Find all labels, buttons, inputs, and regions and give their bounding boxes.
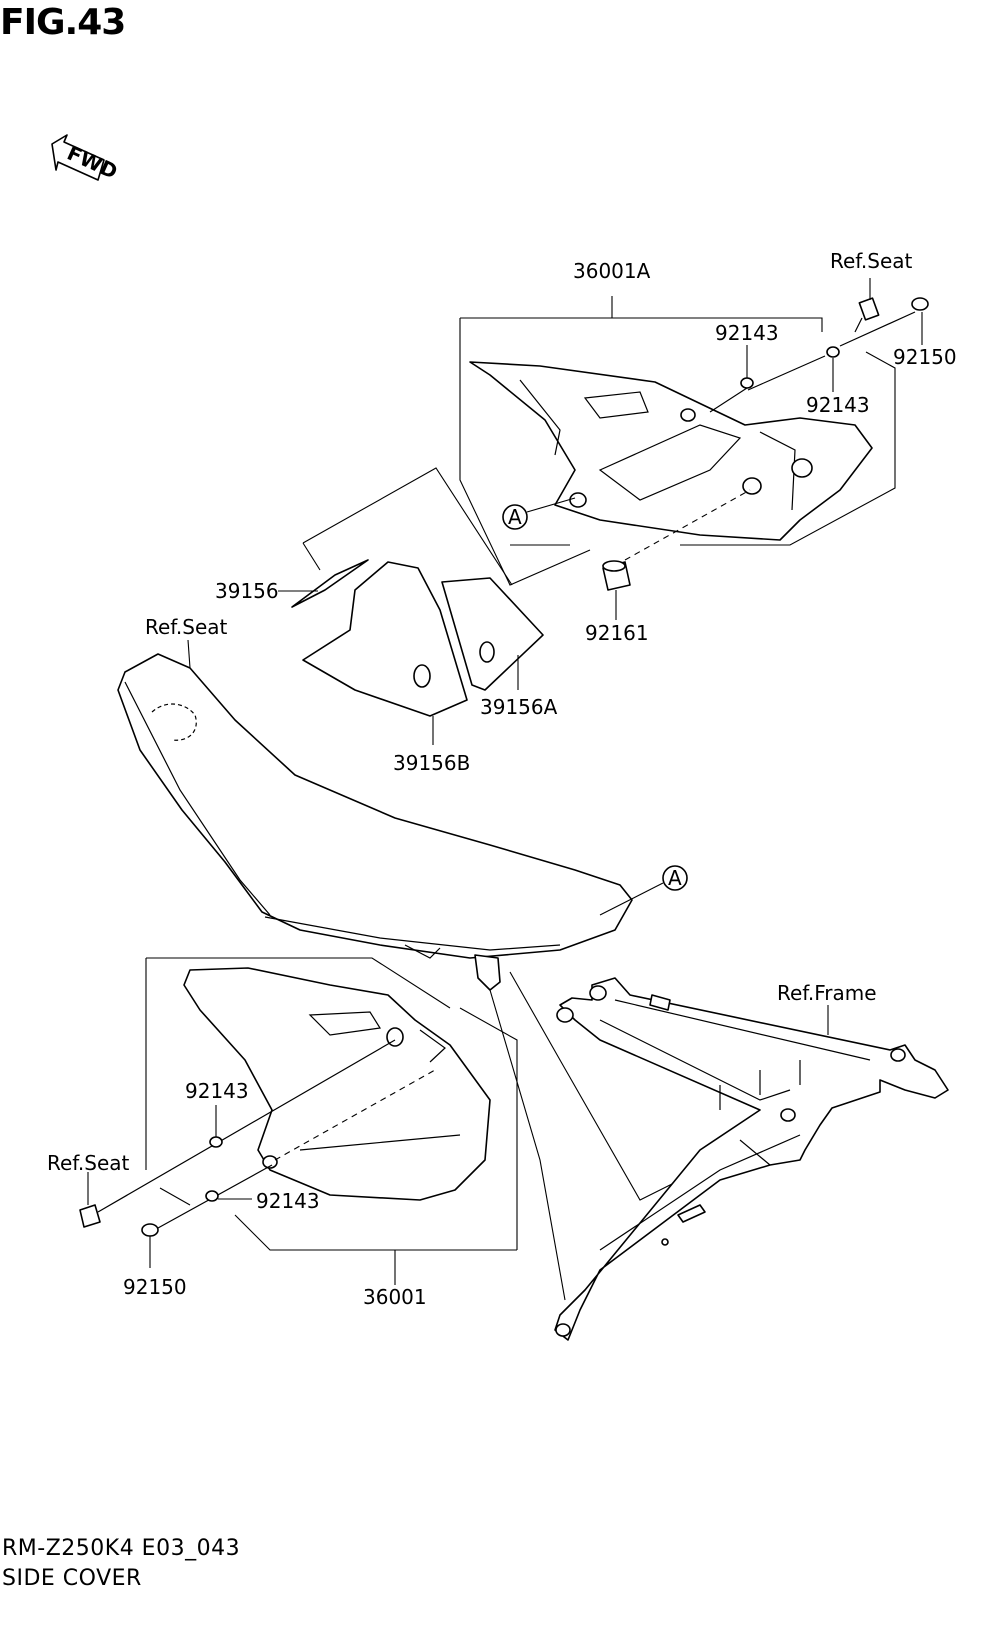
washer-92143-top-right	[826, 346, 840, 358]
lower-side-cover-36001	[183, 967, 491, 1201]
label-ref-seat-mid: Ref.Seat	[145, 615, 228, 639]
label-92143-b: 92143	[806, 393, 870, 417]
emblem-39156a	[441, 577, 544, 691]
label-36001a: 36001A	[573, 259, 651, 283]
label-36001: 36001	[363, 1285, 427, 1309]
model-code: RM-Z250K4 E03_043	[2, 1536, 241, 1561]
emblem-39156	[291, 559, 369, 608]
upper-side-cover-36001a	[469, 361, 873, 541]
rear-frame-ref	[554, 977, 949, 1341]
seat-ref	[117, 639, 633, 991]
callout-a-seat-label: A	[668, 866, 682, 890]
callout-a-upper-label: A	[508, 505, 522, 529]
figure-title: FIG.43	[0, 2, 126, 43]
callout-a-upper: A	[502, 497, 576, 530]
emblem-39156b	[302, 561, 468, 717]
label-ref-frame: Ref.Frame	[777, 981, 877, 1005]
label-ref-seat-low: Ref.Seat	[47, 1151, 130, 1175]
bracket-39156	[302, 467, 513, 586]
washer-92143-top-left	[740, 377, 754, 389]
screw-92150-low	[141, 1164, 273, 1268]
bracket-36001a	[459, 296, 896, 586]
label-39156b: 39156B	[393, 751, 470, 775]
bolt-ref-seat-top	[854, 278, 880, 333]
label-92143-d: 92143	[256, 1189, 320, 1213]
washer-92143-low-upper	[209, 1136, 223, 1148]
grommet-92161	[602, 489, 751, 620]
label-92143-a: 92143	[715, 321, 779, 345]
bolt-ref-seat-low	[79, 1039, 396, 1228]
fwd-arrow-icon: FWD	[51, 134, 121, 184]
label-92150-b: 92150	[123, 1275, 187, 1299]
label-92143-c: 92143	[185, 1079, 249, 1103]
section-name: SIDE COVER	[2, 1566, 142, 1591]
label-39156a: 39156A	[480, 695, 558, 719]
label-ref-seat-top: Ref.Seat	[830, 249, 913, 273]
label-39156: 39156	[215, 579, 279, 603]
label-92161: 92161	[585, 621, 649, 645]
washer-92143-low-lower	[205, 1190, 219, 1202]
bracket-36001	[145, 957, 518, 1285]
callout-a-seat: A	[599, 865, 688, 916]
screw-92150-top	[839, 297, 929, 347]
label-92150-a: 92150	[893, 345, 957, 369]
